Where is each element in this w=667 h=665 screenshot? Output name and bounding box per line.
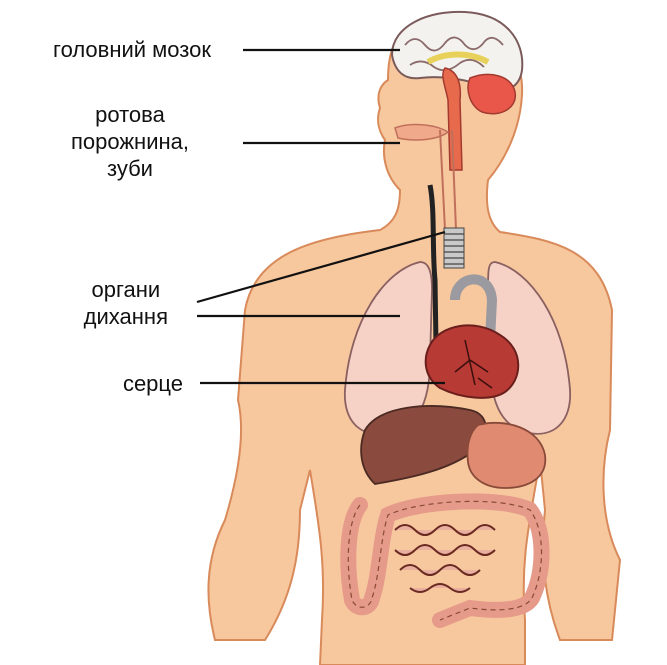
cerebellum: [468, 74, 515, 113]
trachea: [444, 228, 464, 268]
label-mouth-line-3: зуби: [71, 155, 189, 182]
label-respiratory-line-1: органи: [84, 276, 168, 303]
label-mouth: ротова порожнина, зуби: [71, 101, 189, 182]
label-respiratory-line-2: дихання: [84, 303, 168, 330]
label-mouth-line-2: порожнина,: [71, 128, 189, 155]
label-heart: серце: [123, 370, 183, 397]
label-mouth-line-1: ротова: [71, 101, 189, 128]
label-brain: головний мозок: [53, 36, 211, 63]
label-respiratory-organs: органи дихання: [84, 276, 168, 330]
